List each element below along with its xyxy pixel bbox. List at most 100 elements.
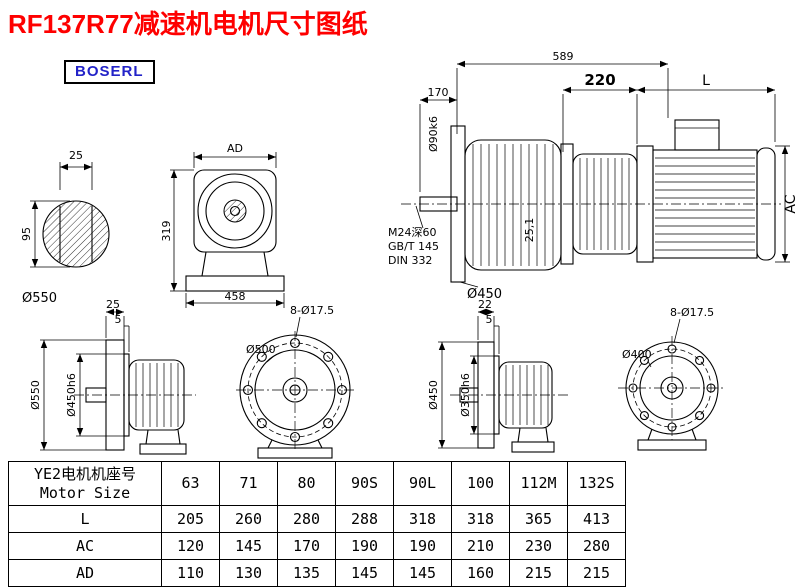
bolt-holes [242, 337, 348, 443]
cell-AC-90S: 190 [335, 532, 394, 560]
size-col-112M: 112M [509, 461, 568, 506]
page-title: RF137R77减速机电机尺寸图纸 [8, 9, 368, 39]
dim-589: 589 [553, 50, 574, 63]
dim-319: 319 [160, 221, 173, 242]
total-length-dimension: 589 [456, 50, 669, 134]
dim-25: 25 [106, 298, 120, 311]
cell-AD-112M: 215 [509, 559, 568, 587]
label-gbt-145: GB/T 145 [388, 240, 439, 253]
dim-dia-350h6: Ø350h6 [459, 373, 472, 417]
cell-L-132S: 413 [567, 505, 626, 533]
dim-key-width: 25 [69, 149, 83, 162]
label-dia-500: Ø500 [246, 343, 276, 356]
keyway-width-dimension: 25 [59, 149, 93, 190]
label-dia-450: Ø450 [467, 287, 502, 302]
height-319-dimension: 319 [160, 169, 194, 292]
label-dia-400: Ø400 [622, 348, 652, 361]
header-line1: YE2电机机座号 [33, 464, 137, 483]
dim-dia-450h6: Ø450h6 [65, 373, 78, 417]
bolt-holes [628, 344, 716, 432]
cell-AD-132S: 215 [567, 559, 626, 587]
view-gearbox-front: AD 319 458 [160, 142, 285, 308]
dim-458: 458 [225, 290, 246, 303]
label-8-holes: 8-Ø17.5 [670, 306, 714, 319]
size-col-80: 80 [277, 461, 336, 506]
dim-dia-450: Ø450 [427, 380, 440, 410]
size-col-90L: 90L [393, 461, 452, 506]
adapter-length-dimension: 220 [562, 71, 638, 152]
output-shaft [419, 196, 458, 212]
dim-dia-550: Ø550 [29, 380, 42, 410]
housing-outline [85, 339, 187, 455]
size-col-132S: 132S [567, 461, 626, 506]
flange-circles [625, 341, 719, 435]
view-output-front-small: 8-Ø17.5 Ø400 [618, 306, 726, 451]
view-main-assembly: 589 170 220 L Ø90k6 [388, 50, 799, 302]
cell-AC-100: 210 [451, 532, 510, 560]
header-line2: Motor Size [39, 483, 131, 502]
size-col-90S: 90S [335, 461, 394, 506]
recess-dia-callout: Ø500 [246, 343, 276, 363]
cell-AD-90L: 145 [393, 559, 452, 587]
cell-AC-132S: 280 [567, 532, 626, 560]
outer-dia-dimension: Ø550 [29, 339, 106, 451]
view-shaft-end-section: 25 95 Ø550 [20, 149, 110, 306]
size-col-100: 100 [451, 461, 510, 506]
cell-L-63: 205 [161, 505, 220, 533]
dim-25-1: 25,1 [523, 218, 536, 243]
cell-L-90S: 288 [335, 505, 394, 533]
row-label-AD: AD [8, 559, 162, 587]
flange-circles [239, 334, 351, 446]
recess-dia-callout: Ø400 [622, 348, 652, 368]
view-output-side-small: 22 5 Ø450 Ø350h6 [427, 298, 568, 453]
dimension-table: YE2电机机座号 Motor Size 63 71 80 90S 90L 100… [8, 461, 626, 587]
size-col-63: 63 [161, 461, 220, 506]
label-tap-hole: M24深60 [388, 226, 437, 239]
dim-shaft-diameter: Ø90k6 [427, 116, 440, 152]
view-output-front-large: 8-Ø17.5 Ø500 [236, 304, 354, 459]
width-458-dimension: 458 [185, 290, 285, 308]
shaft-length-dimension: 170 [419, 86, 457, 192]
foot [637, 428, 707, 451]
cell-AD-100: 160 [451, 559, 510, 587]
label-din-332: DIN 332 [388, 254, 432, 267]
foot [257, 439, 333, 459]
cell-L-80: 280 [277, 505, 336, 533]
motor-body [636, 119, 776, 263]
flange-thickness-dimension: 22 [477, 298, 495, 354]
table-row-AC: AC 120 145 170 190 190 210 230 280 [8, 532, 626, 560]
dim-ad: AD [227, 142, 243, 155]
label-8-holes: 8-Ø17.5 [290, 304, 334, 317]
cell-L-112M: 365 [509, 505, 568, 533]
motor-height-dimension: AC [775, 145, 799, 263]
spigot-dia-dimension: Ø350h6 [459, 355, 494, 435]
housing-outline [459, 341, 555, 453]
dim-22: 22 [478, 298, 492, 311]
brand-logo: BOSERL [64, 60, 155, 84]
cell-AD-71: 130 [219, 559, 278, 587]
dim-ac: AC [783, 194, 799, 213]
row-label-L: L [8, 505, 162, 533]
cell-AC-71: 145 [219, 532, 278, 560]
view-output-side-large: 25 5 Ø550 Ø450h6 [29, 298, 196, 455]
cell-L-90L: 318 [393, 505, 452, 533]
shaft-height-dimension: 95 [20, 200, 70, 268]
bolt-hole-callout: 8-Ø17.5 [670, 306, 714, 344]
tap-hole-callout: M24深60 GB/T 145 DIN 332 [388, 205, 439, 267]
dim-220: 220 [584, 71, 615, 89]
bolt-hole-callout: 8-Ø17.5 [290, 304, 334, 338]
dim-L: L [702, 73, 710, 89]
cell-AD-63: 110 [161, 559, 220, 587]
row-label-AC: AC [8, 532, 162, 560]
cell-AD-90S: 145 [335, 559, 394, 587]
dim-5: 5 [486, 313, 493, 326]
cell-AC-63: 120 [161, 532, 220, 560]
size-col-71: 71 [219, 461, 278, 506]
cell-AC-90L: 190 [393, 532, 452, 560]
label-dia-550: Ø550 [22, 291, 57, 306]
dim-170: 170 [428, 86, 449, 99]
outer-dia-dimension: Ø450 [427, 341, 478, 449]
table-row-L: L 205 260 280 288 318 318 365 413 [8, 505, 626, 533]
gearbox-front-outline [185, 169, 285, 292]
spigot-length-dimension: 5 [486, 313, 500, 354]
